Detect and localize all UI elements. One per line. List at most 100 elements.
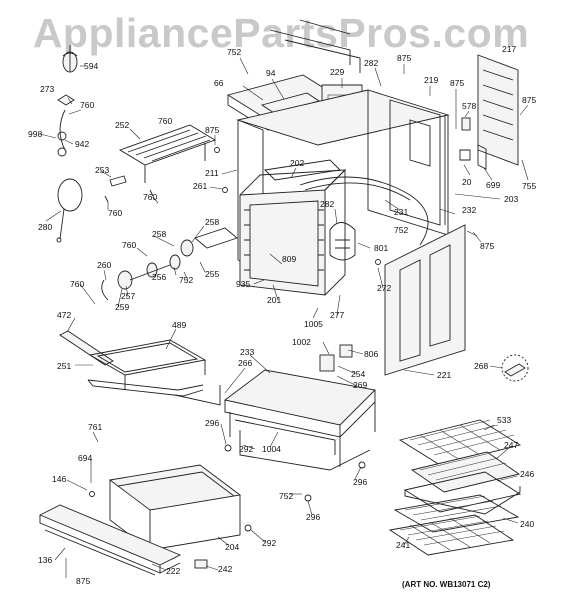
part-label: 232 xyxy=(462,205,476,215)
art-number: (ART NO. WB13071 C2) xyxy=(402,580,491,589)
drawer-support-233 xyxy=(223,369,376,467)
part-label: 233 xyxy=(240,347,254,357)
part-label: 259 xyxy=(115,302,129,312)
part-label: 761 xyxy=(88,422,102,432)
part-label: 256 xyxy=(152,272,166,282)
part-label: 760 xyxy=(122,240,136,250)
part-label: 875 xyxy=(397,53,411,63)
drawer-trim-222 xyxy=(44,529,156,576)
oven-body xyxy=(236,89,450,271)
part-label: 699 xyxy=(486,180,500,190)
part-label: 760 xyxy=(158,116,172,126)
broil-pan-251 xyxy=(87,379,204,397)
part-label: 231 xyxy=(394,207,408,217)
part-label: 66 xyxy=(214,78,224,88)
part-label: 266 xyxy=(238,358,252,368)
part-label: 255 xyxy=(205,269,219,279)
part-label: 755 xyxy=(522,181,536,191)
rail-1004 xyxy=(239,430,371,471)
motor-assembly xyxy=(101,227,238,301)
part-label: 269 xyxy=(353,380,367,390)
part-label: 251 xyxy=(57,361,71,371)
leader-lines xyxy=(39,57,529,578)
part-label: 257 xyxy=(121,291,135,301)
rack-241 xyxy=(388,514,515,556)
part-label: 241 xyxy=(396,540,410,550)
part-label: 760 xyxy=(70,279,84,289)
side-panel-221 xyxy=(384,224,466,376)
part-label: 292 xyxy=(239,444,253,454)
part-label: 242 xyxy=(218,564,232,574)
part-label: 277 xyxy=(330,310,344,320)
part-label: 760 xyxy=(143,192,157,202)
part-label: 809 xyxy=(282,254,296,264)
part-label: 229 xyxy=(330,67,344,77)
bake-element-489 xyxy=(88,339,207,390)
oven-liner xyxy=(239,168,347,296)
part-label: 217 xyxy=(502,44,516,54)
part-label: 942 xyxy=(75,139,89,149)
small-right-parts xyxy=(459,117,487,170)
part-label: 594 xyxy=(84,61,98,71)
part-label: 296 xyxy=(306,512,320,522)
part-label: 261 xyxy=(193,181,207,191)
part-label: 875 xyxy=(522,95,536,105)
part-label: 94 xyxy=(266,68,276,78)
part-label: 752 xyxy=(179,275,193,285)
part-label: 136 xyxy=(38,555,52,565)
bake-element-282 xyxy=(329,222,356,261)
part-label: 296 xyxy=(353,477,367,487)
part-label: 472 xyxy=(57,310,71,320)
part-label: 222 xyxy=(166,566,180,576)
part-label: 280 xyxy=(38,222,52,232)
part-label: 258 xyxy=(152,229,166,239)
part-label: 211 xyxy=(205,168,219,178)
part-label: 752 xyxy=(279,491,293,501)
drawer-204 xyxy=(108,464,242,551)
part-label: 282 xyxy=(320,199,334,209)
part-label: 204 xyxy=(225,542,239,552)
part-label: 272 xyxy=(377,283,391,293)
part-label: 252 xyxy=(115,120,129,130)
part-label: 1005 xyxy=(304,319,323,329)
part-label: 20 xyxy=(462,177,472,187)
part-label: 258 xyxy=(205,217,219,227)
bracket-part-273 xyxy=(57,94,75,106)
top-brackets xyxy=(269,19,361,73)
gasket-202 xyxy=(264,159,341,181)
part-label: 282 xyxy=(364,58,378,68)
back-panel-217 xyxy=(477,54,519,166)
part-label: 760 xyxy=(108,208,122,218)
part-label: 806 xyxy=(364,349,378,359)
part-label: 1004 xyxy=(262,444,281,454)
part-label: 533 xyxy=(497,415,511,425)
part-label: 247 xyxy=(504,440,518,450)
part-label: 268 xyxy=(474,361,488,371)
part-label: 760 xyxy=(80,100,94,110)
part-label: 260 xyxy=(97,260,111,270)
part-label: 875 xyxy=(480,241,494,251)
part-label: 203 xyxy=(504,194,518,204)
part-label: 875 xyxy=(76,576,90,586)
part-label: 202 xyxy=(290,158,304,168)
part-label: 875 xyxy=(450,78,464,88)
switch-254 xyxy=(319,344,353,372)
knob-part xyxy=(62,45,78,73)
part-label: 201 xyxy=(267,295,281,305)
screw-760 xyxy=(104,189,154,203)
part-label: 752 xyxy=(394,225,408,235)
pan-246 xyxy=(403,471,522,515)
part-label: 694 xyxy=(78,453,92,463)
oven-rack-533 xyxy=(398,419,522,466)
part-label: 296 xyxy=(205,418,219,428)
part-label: 578 xyxy=(462,101,476,111)
part-label: 146 xyxy=(52,474,66,484)
broil-element xyxy=(118,124,217,183)
part-label: 875 xyxy=(205,125,219,135)
part-label: 221 xyxy=(437,370,451,380)
drawer-front-136 xyxy=(38,504,182,574)
bracket-253 xyxy=(109,175,127,187)
wire-assembly xyxy=(56,109,83,243)
